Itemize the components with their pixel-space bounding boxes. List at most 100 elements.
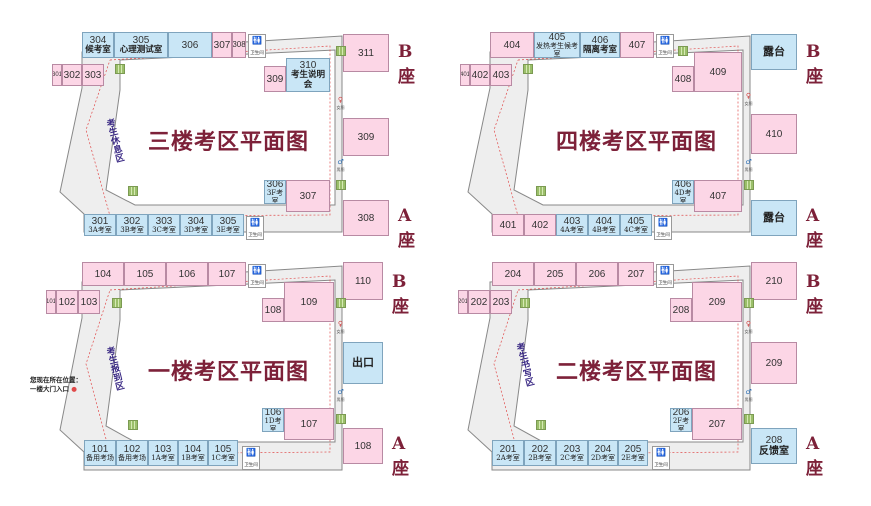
restroom-icon: 🚻卫生间 — [652, 446, 670, 470]
floor-1-title: 一楼考区平面图 — [148, 359, 310, 385]
building-b-label: B座 — [398, 42, 415, 87]
room-407: 407 — [620, 32, 654, 58]
stairs-icon — [744, 298, 754, 308]
room-303: 303 — [82, 64, 104, 86]
room-104: 104 — [82, 262, 124, 286]
male-restroom-icon: ♂男厕 — [336, 158, 345, 172]
room-101-small: 101 — [46, 290, 56, 314]
room-107: 107 — [208, 262, 246, 286]
stairs-icon — [520, 298, 530, 308]
room-409: 409 — [694, 52, 742, 92]
stairs-icon — [336, 298, 346, 308]
room-403: 403 — [490, 64, 512, 86]
room-401-small: 401 — [460, 64, 470, 86]
building-a-label: A座 — [806, 434, 823, 479]
female-restroom-icon: ♀女厕 — [744, 320, 753, 334]
room-106: 106 — [166, 262, 208, 286]
stairs-icon — [128, 186, 138, 196]
room-309-small: 309 — [264, 66, 286, 92]
female-restroom-icon: ♀女厕 — [336, 96, 345, 110]
building-b-label: B座 — [806, 272, 823, 317]
room-402: 402 — [524, 214, 556, 236]
room-410: 410 — [751, 114, 797, 154]
room-306: 306 — [168, 32, 212, 58]
female-restroom-icon: ♀女厕 — [744, 92, 753, 106]
room-204: 204 — [492, 262, 534, 286]
female-restroom-icon: ♀女厕 — [336, 320, 345, 334]
building-a-label: A座 — [392, 434, 409, 479]
floor-2-plan: 204 205 206 207 🚻卫生间 201 202 203 208 209… — [408, 230, 828, 479]
you-are-here-line2: 一楼大门入口 — [30, 385, 69, 393]
room-210: 210 — [751, 262, 797, 300]
room-407-a: 407 — [694, 180, 742, 212]
restroom-icon: 🚻卫生间 — [654, 216, 672, 240]
room-408: 408 — [672, 66, 694, 92]
room-110: 110 — [343, 262, 383, 300]
floor-3-title: 三楼考区平面图 — [148, 129, 310, 155]
building-a-label: A座 — [806, 206, 823, 251]
floor-4-title: 四楼考区平面图 — [556, 129, 718, 155]
terrace-south: 露台 — [751, 200, 797, 236]
room-302: 302 — [62, 64, 82, 86]
you-are-here-label: 您现在所在位置：一楼大门入口 ● — [30, 376, 82, 393]
room-209-a: 209 — [751, 342, 797, 384]
male-restroom-icon: ♂男厕 — [744, 388, 753, 402]
stairs-icon — [112, 298, 122, 308]
room-205: 205 — [534, 262, 576, 286]
male-restroom-icon: ♂男厕 — [336, 388, 345, 402]
building-b-label: B座 — [392, 272, 409, 317]
room-404: 404 — [490, 32, 534, 58]
room-108-a: 108 — [343, 428, 383, 464]
room-209: 209 — [692, 282, 742, 322]
stairs-icon — [523, 64, 533, 74]
stairs-icon — [536, 186, 546, 196]
restroom-icon: 🚻卫生间 — [248, 34, 266, 58]
stairs-icon — [744, 180, 754, 190]
you-are-here-line1: 您现在所在位置： — [30, 376, 82, 384]
room-202: 202 — [468, 290, 490, 314]
floor-2-title: 二楼考区平面图 — [556, 359, 718, 385]
room-208: 208 — [670, 298, 692, 322]
room-402: 402 — [470, 64, 490, 86]
room-206: 206 — [576, 262, 618, 286]
room-107-a: 107 — [284, 408, 334, 440]
terrace-north: 露台 — [751, 34, 797, 70]
restroom-icon: 🚻卫生间 — [246, 216, 264, 240]
room-307-a: 307 — [286, 180, 330, 212]
male-restroom-icon: ♂男厕 — [744, 158, 753, 172]
room-103: 103 — [78, 290, 100, 314]
stairs-icon — [336, 46, 346, 56]
stairs-icon — [336, 414, 346, 424]
restroom-icon: 🚻卫生间 — [656, 264, 674, 288]
building-a-label: A座 — [398, 206, 415, 251]
room-308: 308 — [232, 32, 246, 58]
stairs-icon — [678, 46, 688, 56]
room-309: 309 — [343, 118, 389, 156]
room-308-a: 308 — [343, 200, 389, 236]
room-203: 203 — [490, 290, 512, 314]
restroom-icon: 🚻卫生间 — [248, 264, 266, 288]
room-207-a: 207 — [692, 408, 742, 440]
